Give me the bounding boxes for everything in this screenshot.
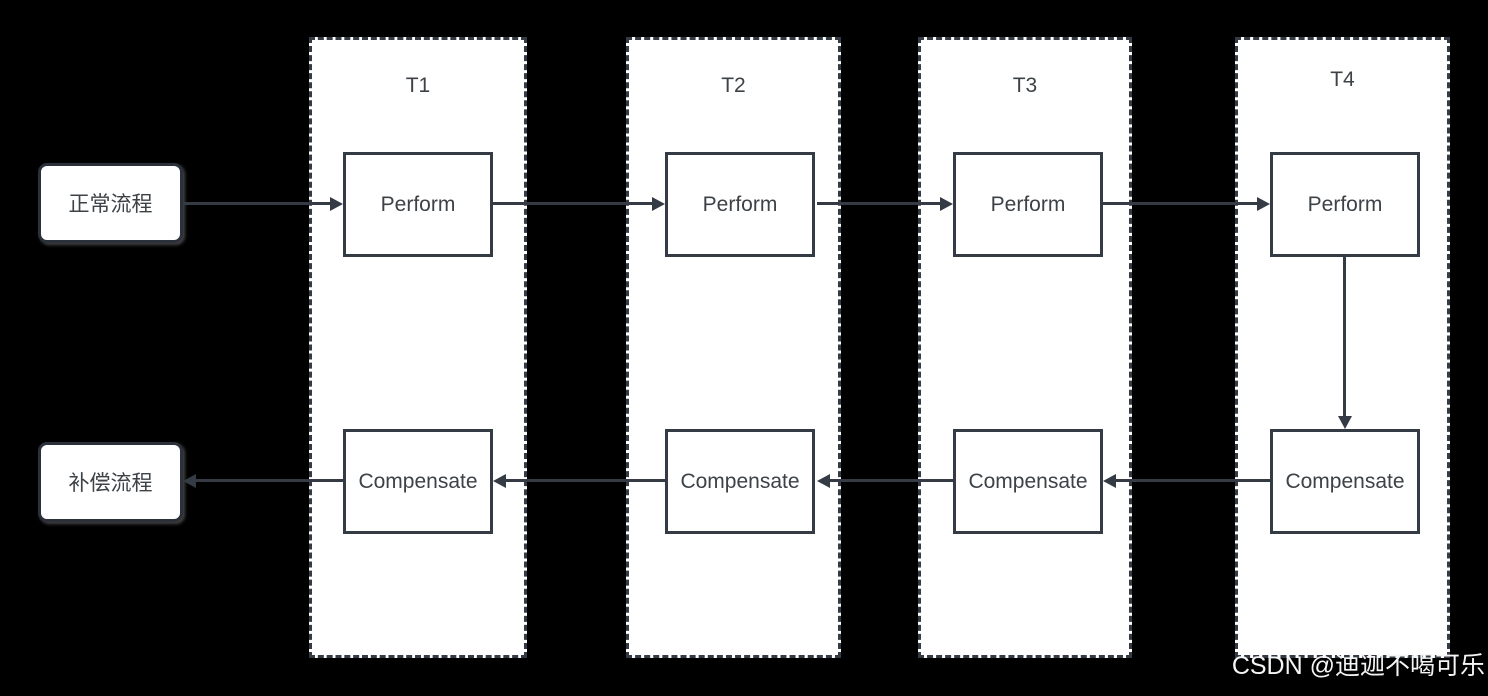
compensate-box-t2: Compensate: [665, 429, 815, 534]
perform-label-t2: Perform: [702, 192, 778, 216]
arrowhead-right-icon: [940, 197, 953, 211]
arrow-t4-to-t3-compensate: [1103, 474, 1270, 488]
arrow-shaft: [504, 479, 665, 482]
perform-box-t4: Perform: [1270, 152, 1420, 257]
arrow-t3-to-t4: [1103, 197, 1270, 211]
arrow-t2-to-t3: [817, 197, 953, 211]
compensate-label-t3: Compensate: [968, 469, 1088, 493]
normal-flow-box: 正常流程: [38, 163, 183, 243]
transaction-column-t4: T4: [1235, 37, 1450, 658]
arrow-shaft: [493, 202, 654, 205]
perform-box-t3: Perform: [953, 152, 1103, 257]
arrowhead-right-icon: [330, 197, 343, 211]
arrow-shaft: [817, 202, 942, 205]
transaction-column-t1: T1: [309, 37, 527, 658]
compensate-box-t1: Compensate: [343, 429, 493, 534]
arrow-shaft: [1103, 202, 1259, 205]
perform-box-t2: Perform: [665, 152, 815, 257]
arrow-shaft: [828, 479, 953, 482]
transaction-column-t3: T3: [918, 37, 1132, 658]
perform-box-t1: Perform: [343, 152, 493, 257]
transaction-column-t2: T2: [626, 37, 841, 658]
arrow-shaft: [1343, 257, 1346, 418]
arrow-t3-to-t2-compensate: [817, 474, 953, 488]
arrow-shaft: [194, 479, 343, 482]
arrowhead-left-icon: [1103, 474, 1116, 488]
arrowhead-right-icon: [652, 197, 665, 211]
compensate-label-t2: Compensate: [680, 469, 800, 493]
column-title-t1: T1: [405, 74, 431, 97]
perform-label-t3: Perform: [990, 192, 1066, 216]
normal-flow-label: 正常流程: [68, 193, 153, 216]
arrow-normal-to-t1: [183, 197, 343, 211]
perform-label-t4: Perform: [1307, 192, 1383, 216]
arrow-shaft: [1114, 479, 1270, 482]
csdn-watermark: CSDN @迪迦不喝可乐: [1231, 652, 1485, 680]
arrowhead-down-icon: [1338, 416, 1352, 429]
arrow-shaft: [183, 202, 332, 205]
arrow-t1-to-compensation-flow: [183, 474, 343, 488]
arrowhead-left-icon: [183, 474, 196, 488]
compensate-box-t3: Compensate: [953, 429, 1103, 534]
column-title-t2: T2: [721, 74, 746, 97]
arrow-t4-perform-to-compensate: [1338, 257, 1352, 429]
arrow-t1-to-t2: [493, 197, 665, 211]
perform-label-t1: Perform: [380, 192, 456, 216]
compensate-box-t4: Compensate: [1270, 429, 1420, 534]
compensate-label-t4: Compensate: [1285, 469, 1405, 493]
arrowhead-left-icon: [493, 474, 506, 488]
arrow-t2-to-t1-compensate: [493, 474, 665, 488]
arrowhead-left-icon: [817, 474, 830, 488]
column-title-t3: T3: [1012, 74, 1038, 97]
compensate-label-t1: Compensate: [358, 469, 478, 493]
column-title-t4: T4: [1330, 68, 1355, 91]
arrowhead-right-icon: [1257, 197, 1270, 211]
compensation-flow-box: 补偿流程: [38, 442, 183, 522]
compensation-flow-label: 补偿流程: [68, 472, 153, 495]
